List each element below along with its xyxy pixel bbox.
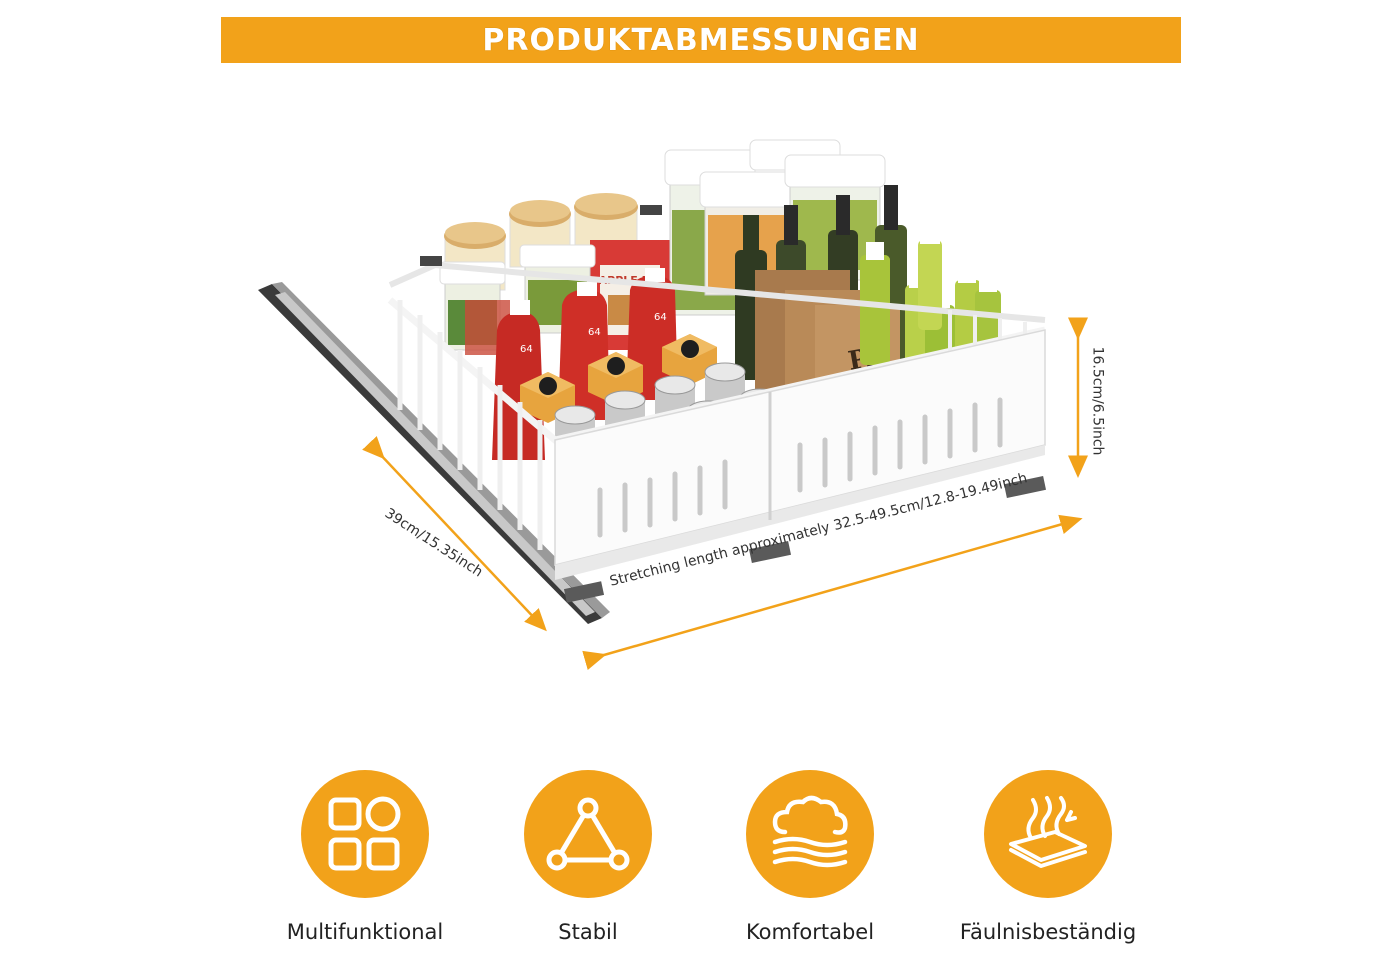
dimension-arrows	[362, 317, 1088, 671]
feature-label: Komfortabel	[745, 920, 875, 944]
heat-resistant-icon	[984, 770, 1112, 898]
bottle-label-1: 64	[520, 344, 533, 355]
feature-label: Multifunktional	[286, 920, 444, 944]
height-dimension-label: 16.5cm/6.5inch	[1089, 346, 1106, 456]
feature-faeulnisbestaendig: Fäulnisbeständig	[938, 770, 1158, 944]
grid-squares-icon	[301, 770, 429, 898]
header-banner: PRODUKTABMESSUNGEN	[221, 17, 1181, 63]
feature-stabil: Stabil	[478, 770, 698, 944]
product-drawing: APPLE PIE	[258, 139, 1088, 671]
feature-icons-row: Multifunktional Stabil	[0, 770, 1400, 960]
bottle-label-2: 64	[588, 327, 601, 338]
product-illustration-area: APPLE PIE	[258, 139, 1106, 671]
cloud-layers-icon	[746, 770, 874, 898]
banner-title: PRODUKTABMESSUNGEN	[482, 22, 920, 58]
feature-multifunktional: Multifunktional	[255, 770, 475, 944]
bottle-label-3: 64	[654, 312, 667, 323]
feature-komfortabel: Komfortabel	[700, 770, 920, 944]
feature-label: Stabil	[558, 920, 618, 944]
triangle-nodes-icon	[524, 770, 652, 898]
feature-label: Fäulnisbeständig	[959, 920, 1137, 944]
